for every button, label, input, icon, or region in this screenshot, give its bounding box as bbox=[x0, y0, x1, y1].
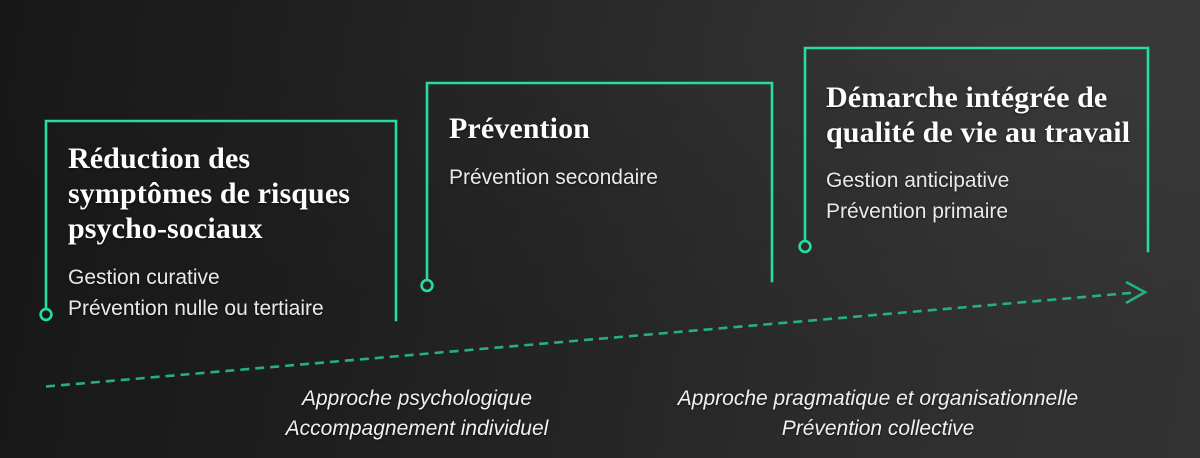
stage-2-details: Prévention secondaire bbox=[449, 166, 658, 189]
circle-node-icon bbox=[420, 278, 434, 293]
stage-3-bracket-path bbox=[803, 46, 1150, 253]
stage-1-details: Gestion curative Prévention nulle ou ter… bbox=[68, 266, 324, 320]
circle-node-icon bbox=[798, 239, 812, 254]
stage-2-bracket bbox=[420, 81, 774, 293]
stage-card-3: Démarche intégrée de qualité de vie au t… bbox=[826, 80, 1146, 227]
stage-3-heading: Démarche intégrée de qualité de vie au t… bbox=[826, 81, 1131, 149]
stage-3-details: Gestion anticipative Prévention primaire bbox=[826, 169, 1010, 223]
stage-1-heading: Réduction des symptômes de risques psych… bbox=[68, 142, 351, 245]
arrowhead-icon bbox=[1125, 280, 1148, 305]
axis-caption-left: Approche psychologique Accompagnement in… bbox=[285, 387, 549, 440]
stage-1-bracket-path bbox=[44, 119, 398, 322]
axis-caption-right: Approche pragmatique et organisationnell… bbox=[677, 387, 1079, 440]
stage-2-bracket-path bbox=[425, 81, 774, 283]
stage-1-bracket bbox=[39, 119, 398, 322]
dashed-axis-line bbox=[45, 291, 1137, 388]
circle-node-icon bbox=[39, 307, 53, 322]
stage-3-bracket bbox=[798, 46, 1150, 254]
stage-2-heading: Prévention bbox=[449, 112, 590, 145]
stage-card-2: Prévention Prévention secondaire bbox=[449, 111, 759, 193]
stage-card-1: Réduction des symptômes de risques psych… bbox=[68, 141, 386, 324]
dashed-arrow-right-icon bbox=[45, 280, 1148, 388]
